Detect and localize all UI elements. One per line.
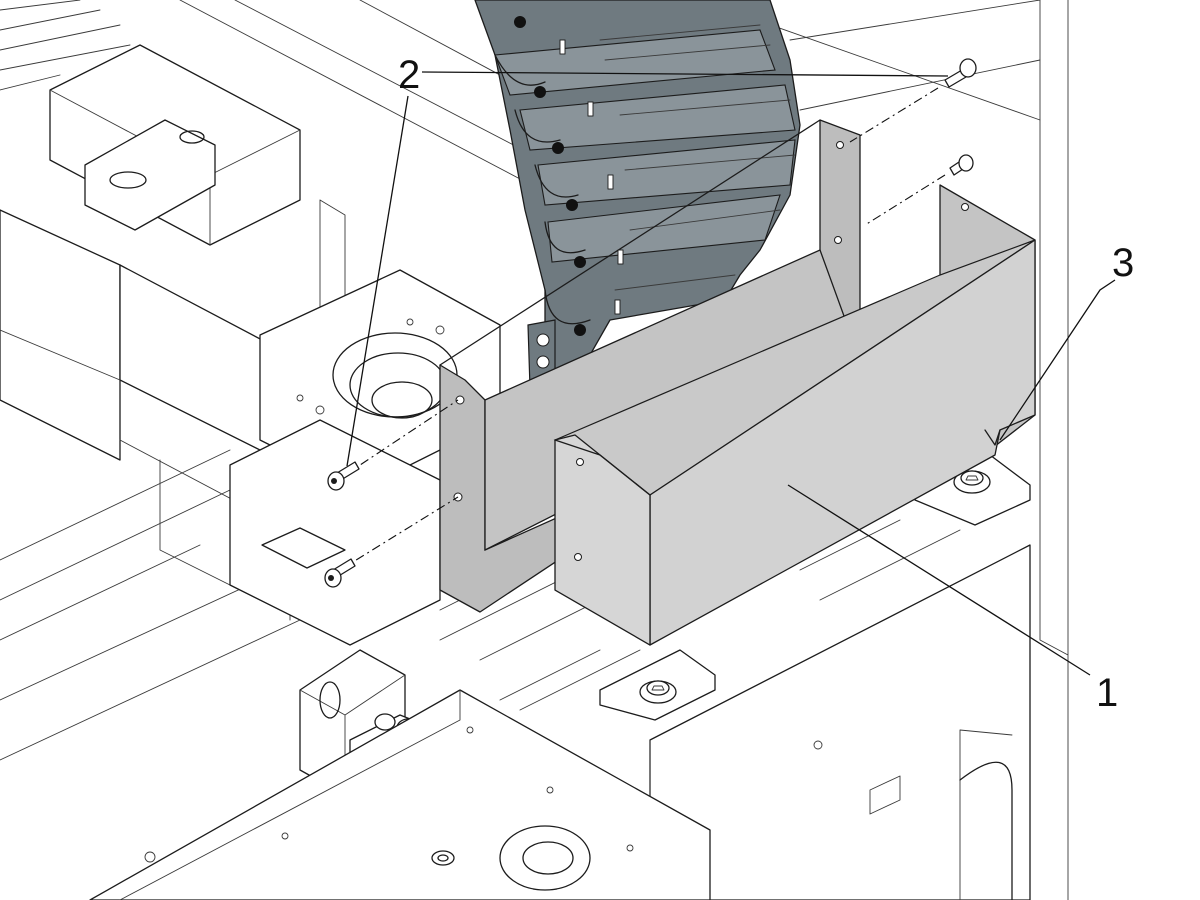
cover-front-piece bbox=[553, 184, 1036, 646]
screw-icon bbox=[944, 58, 977, 88]
screw-icon bbox=[327, 461, 360, 491]
callout-label-1: 1 bbox=[1096, 671, 1118, 715]
callout-2: 2 bbox=[346, 53, 949, 467]
machine-frame-background bbox=[0, 0, 1069, 900]
fastener-group bbox=[324, 58, 977, 588]
cable-chain bbox=[474, 0, 801, 391]
screw-head-icon bbox=[953, 470, 991, 494]
screw-head-icon bbox=[639, 680, 677, 704]
callout-label-2: 2 bbox=[398, 53, 420, 97]
callout-3: 3 bbox=[999, 241, 1134, 441]
screw-icon bbox=[949, 154, 974, 176]
callout-1: 1 bbox=[787, 484, 1118, 715]
screw-icon bbox=[324, 558, 356, 588]
callout-label-3: 3 bbox=[1112, 241, 1134, 285]
